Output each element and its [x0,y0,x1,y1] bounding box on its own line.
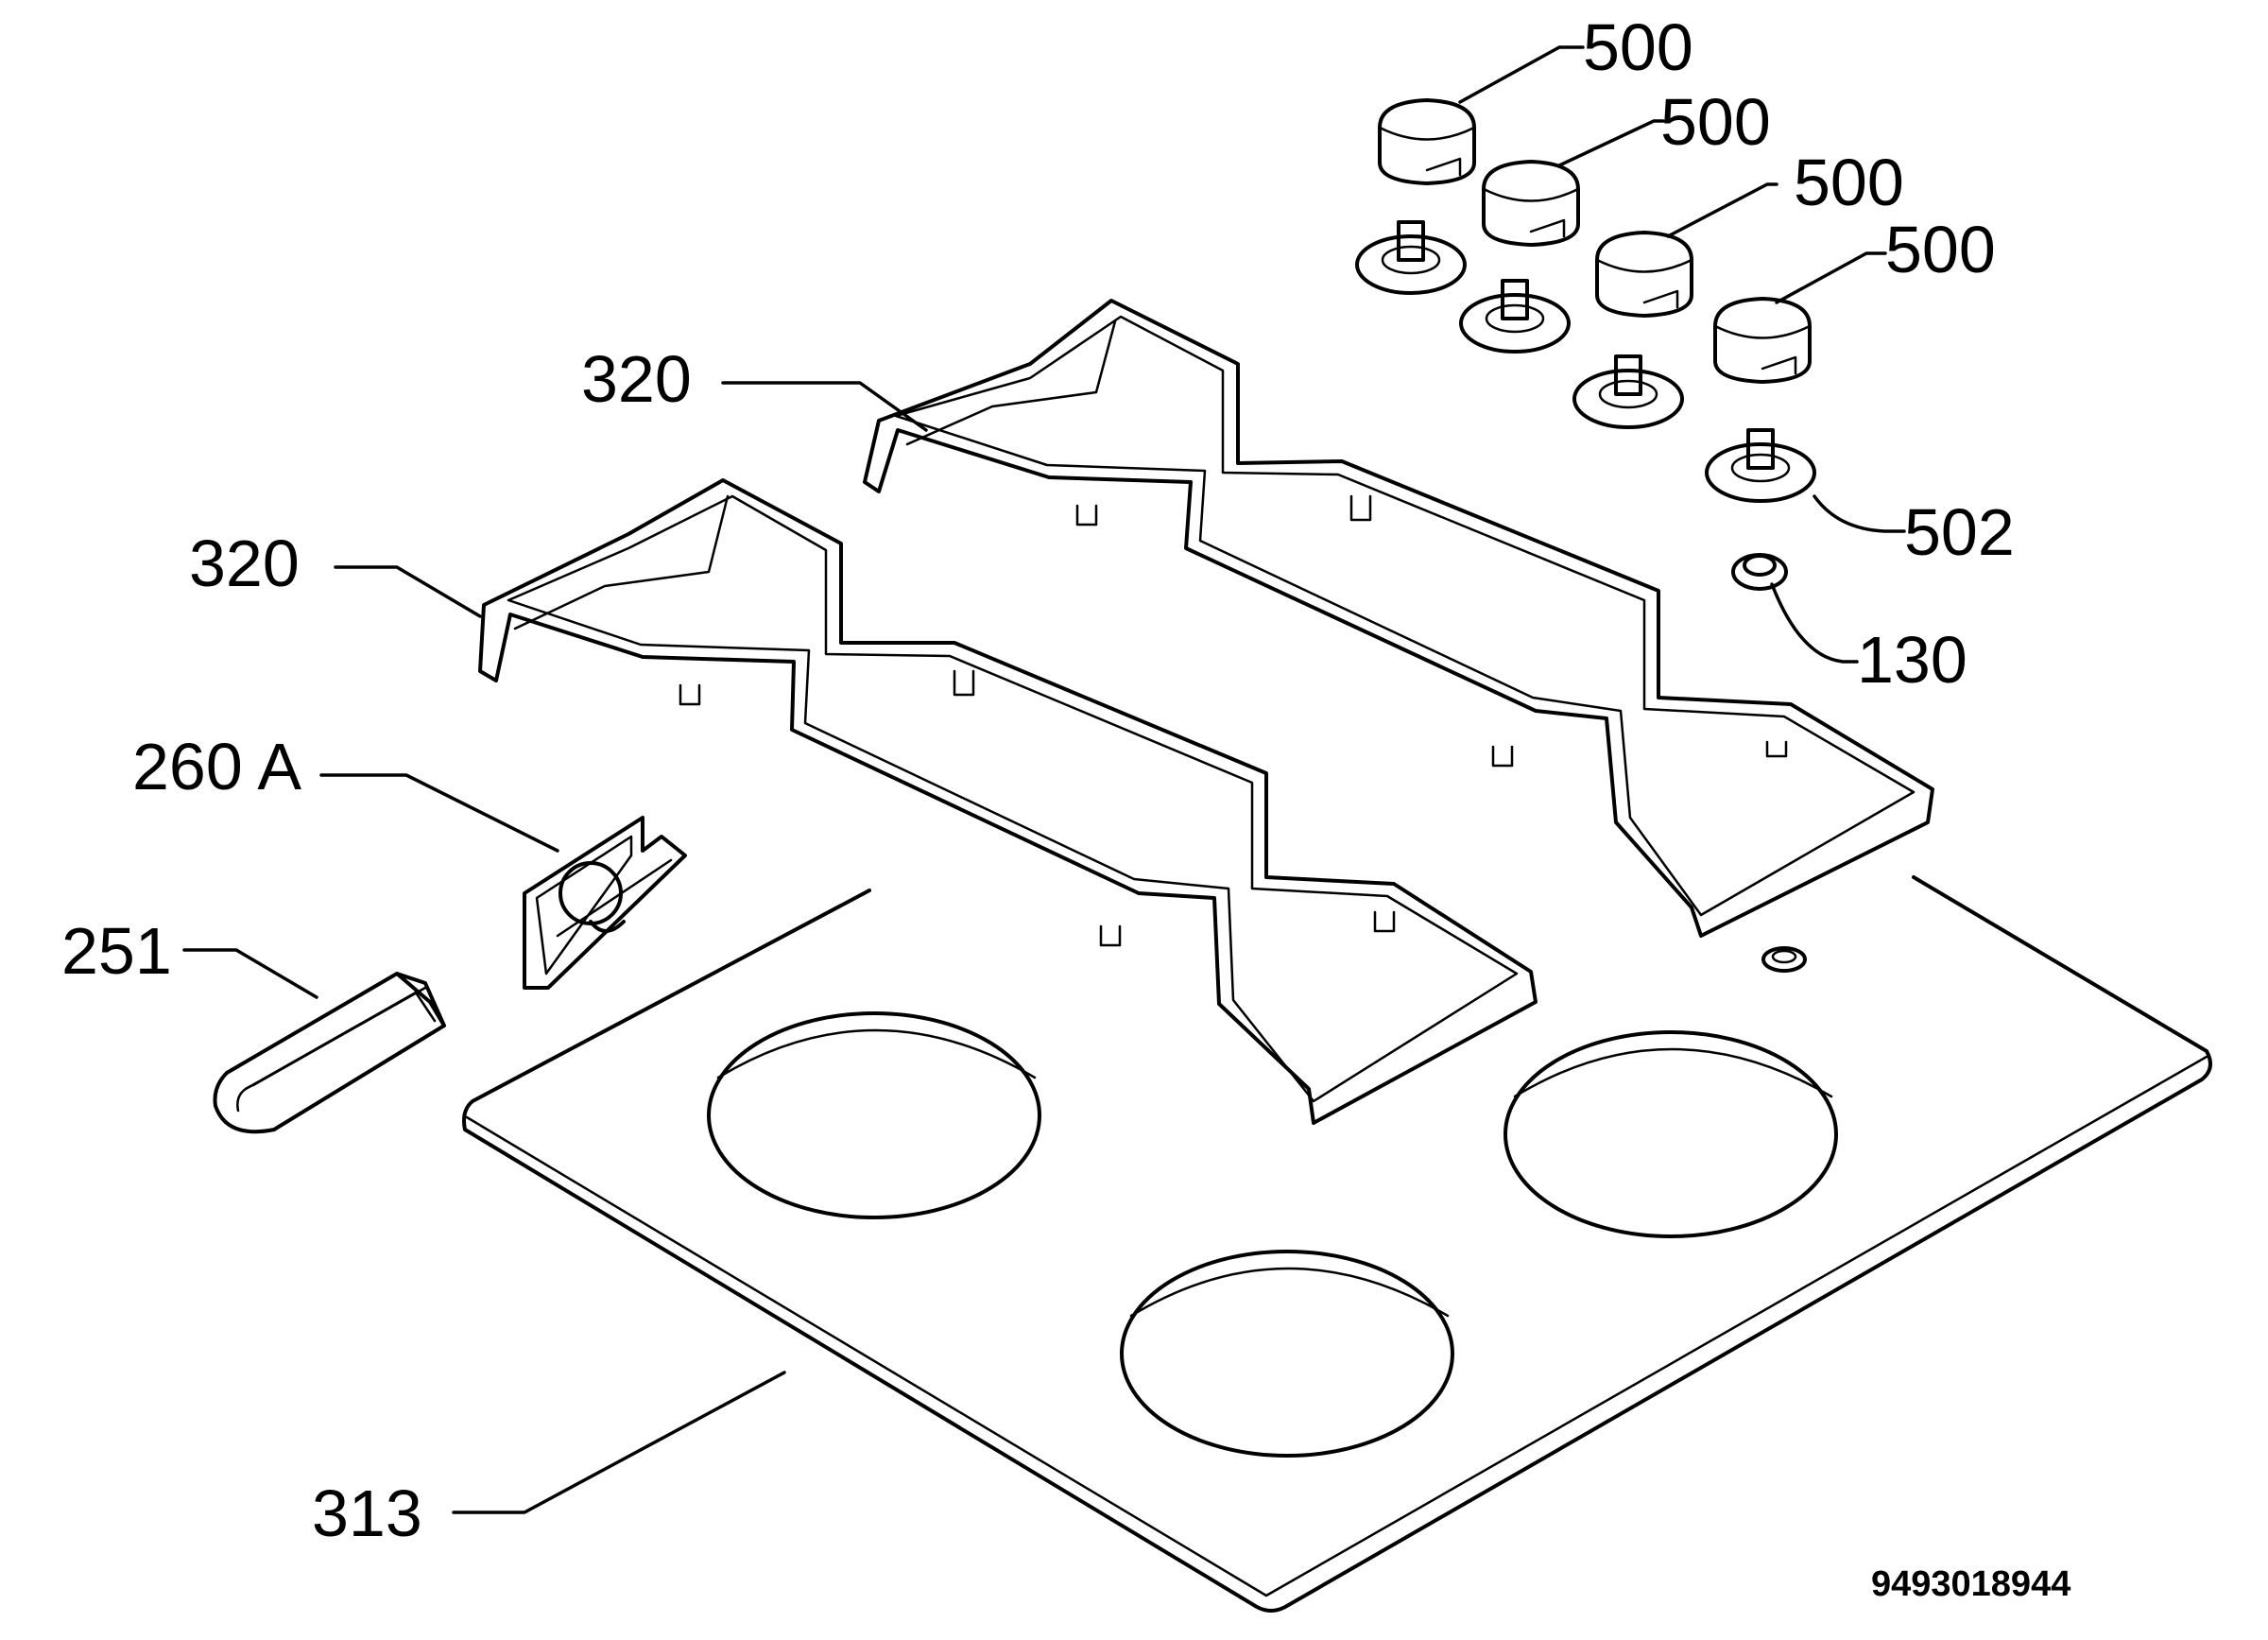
tap-seal-1 [1355,220,1467,295]
drawing-code: 9493018944 [1871,1564,2070,1604]
control-knob-2 [1482,159,1580,248]
label-clip: 251 [61,914,172,988]
control-knob-1 [1378,97,1476,186]
burner-hole-right [1503,1030,1838,1238]
tap-seal-2 [1459,279,1571,354]
label-grid-front: 320 [189,527,300,600]
bracket-part [523,816,687,990]
label-hob-top: 313 [312,1476,422,1550]
burner-hole-front [1120,1250,1454,1458]
label-tap-seal: 502 [1904,495,2015,569]
label-knob-2: 500 [1660,85,1771,159]
burner-hole-left [707,1011,1041,1219]
pan-support-grid-back [863,299,1934,938]
leader-lines [182,45,1906,1514]
control-knob-4 [1713,296,1812,385]
tap-seal-3 [1572,354,1684,429]
hob-top-plate [462,875,2212,1613]
tap-seal-4 [1705,428,1816,503]
clip-part [213,972,446,1134]
injector-part [1731,553,1788,591]
part-labels: 500 500 500 500 320 320 502 130 260 A 25… [61,10,2070,1604]
label-knob-1: 500 [1583,10,1693,84]
label-knob-3: 500 [1794,146,1904,219]
label-injector: 130 [1857,623,1967,697]
control-knob-3 [1595,230,1693,319]
label-bracket: 260 A [132,730,301,803]
pan-support-grid-front [478,478,1538,1125]
label-grid-back: 320 [581,342,692,416]
ignition-hole [1761,946,1807,973]
label-knob-4: 500 [1885,213,1996,286]
